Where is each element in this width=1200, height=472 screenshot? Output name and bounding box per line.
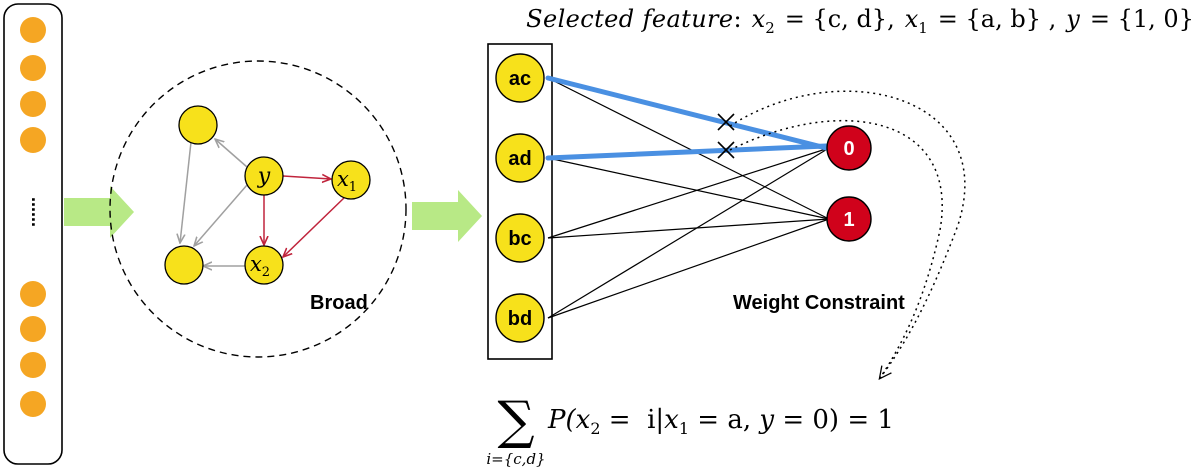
input-node: [20, 281, 46, 307]
graph-node-top: [178, 105, 218, 145]
feature-node-label: ac: [509, 68, 531, 90]
edge-ac-to-1: [547, 77, 830, 220]
constraint-arrow-inner: [729, 119, 943, 379]
broad-graph: y x1 x2 Broad: [109, 60, 407, 358]
formula-body: P(x2 = i|x1 = a, y = 0) = 1: [547, 405, 894, 438]
graph-node-x2: [244, 245, 284, 285]
feature-node-bd: [495, 293, 545, 343]
input-node: [20, 17, 46, 43]
class-node-label: 1: [843, 209, 854, 231]
graph-node-x1: [331, 160, 371, 200]
edge-ad-to-0-highlight: [545, 143, 829, 161]
constraint-formula: ∑ i={c,d} P(x2 = i|x1 = a, y = 0) = 1: [486, 391, 894, 468]
feature-node-label: bc: [508, 228, 531, 250]
class-node-1: [826, 196, 872, 242]
formula-sigma: ∑: [497, 391, 534, 451]
weight-constraint-label: Weight Constraint: [733, 292, 905, 314]
flow-arrow-2: [412, 190, 482, 242]
input-column: ......: [3, 3, 63, 465]
edge-top-to-bottom: [180, 141, 192, 243]
input-ellipsis: ......: [28, 197, 48, 227]
broad-graph-boundary: [109, 60, 407, 358]
input-node: [20, 91, 46, 117]
graph-node-x2-label: x2: [250, 252, 270, 280]
edge-bc-to-1: [547, 218, 830, 239]
feature-node-ad: [495, 133, 545, 183]
input-nodes: [20, 17, 46, 417]
edge-x1-to-x2: [283, 196, 346, 257]
graph-node-bottom: [164, 245, 204, 285]
edge-cut-marker-2: [717, 141, 735, 159]
feature-node-label: bd: [508, 308, 532, 330]
graph-node-y: [244, 156, 284, 196]
input-node: [20, 55, 46, 81]
constraint-arrow-outer: [729, 90, 966, 380]
broad-label: Broad: [310, 292, 368, 314]
edge-ac-to-0-highlight: [545, 75, 829, 151]
edge-bc-to-0: [547, 147, 830, 239]
class-node-0: [826, 125, 872, 171]
input-node: [20, 352, 46, 378]
graph-node-x1-label: x1: [337, 167, 357, 195]
input-node: [20, 316, 46, 342]
edge-y-to-bottom: [194, 184, 248, 246]
input-column-box: [3, 3, 63, 465]
feature-node-label: ad: [508, 148, 531, 170]
input-node: [20, 391, 46, 417]
formula-sum-subscript: i={c,d}: [486, 450, 545, 468]
edge-y-to-top: [215, 139, 248, 168]
edge-bd-to-0: [547, 147, 830, 319]
network-edges: [547, 77, 830, 319]
class-node-label: 0: [843, 138, 854, 160]
edge-bd-to-1: [547, 218, 830, 319]
flow-arrow-1: [64, 186, 134, 238]
edge-ad-to-1: [547, 157, 830, 220]
selected-feature-line: Selected feature:x2= {c, d},x1= {a, b} ,…: [488, 5, 1200, 37]
class-nodes: 01: [826, 125, 872, 242]
feature-node-bc: [495, 213, 545, 263]
edge-y-to-x1: [282, 176, 331, 179]
input-node: [20, 127, 46, 153]
feature-node-ac: [495, 53, 545, 103]
graph-node-y-label: y: [257, 164, 271, 189]
feature-nodes: ac ad bc bd: [495, 53, 545, 343]
edge-cut-marker-1: [717, 113, 735, 131]
